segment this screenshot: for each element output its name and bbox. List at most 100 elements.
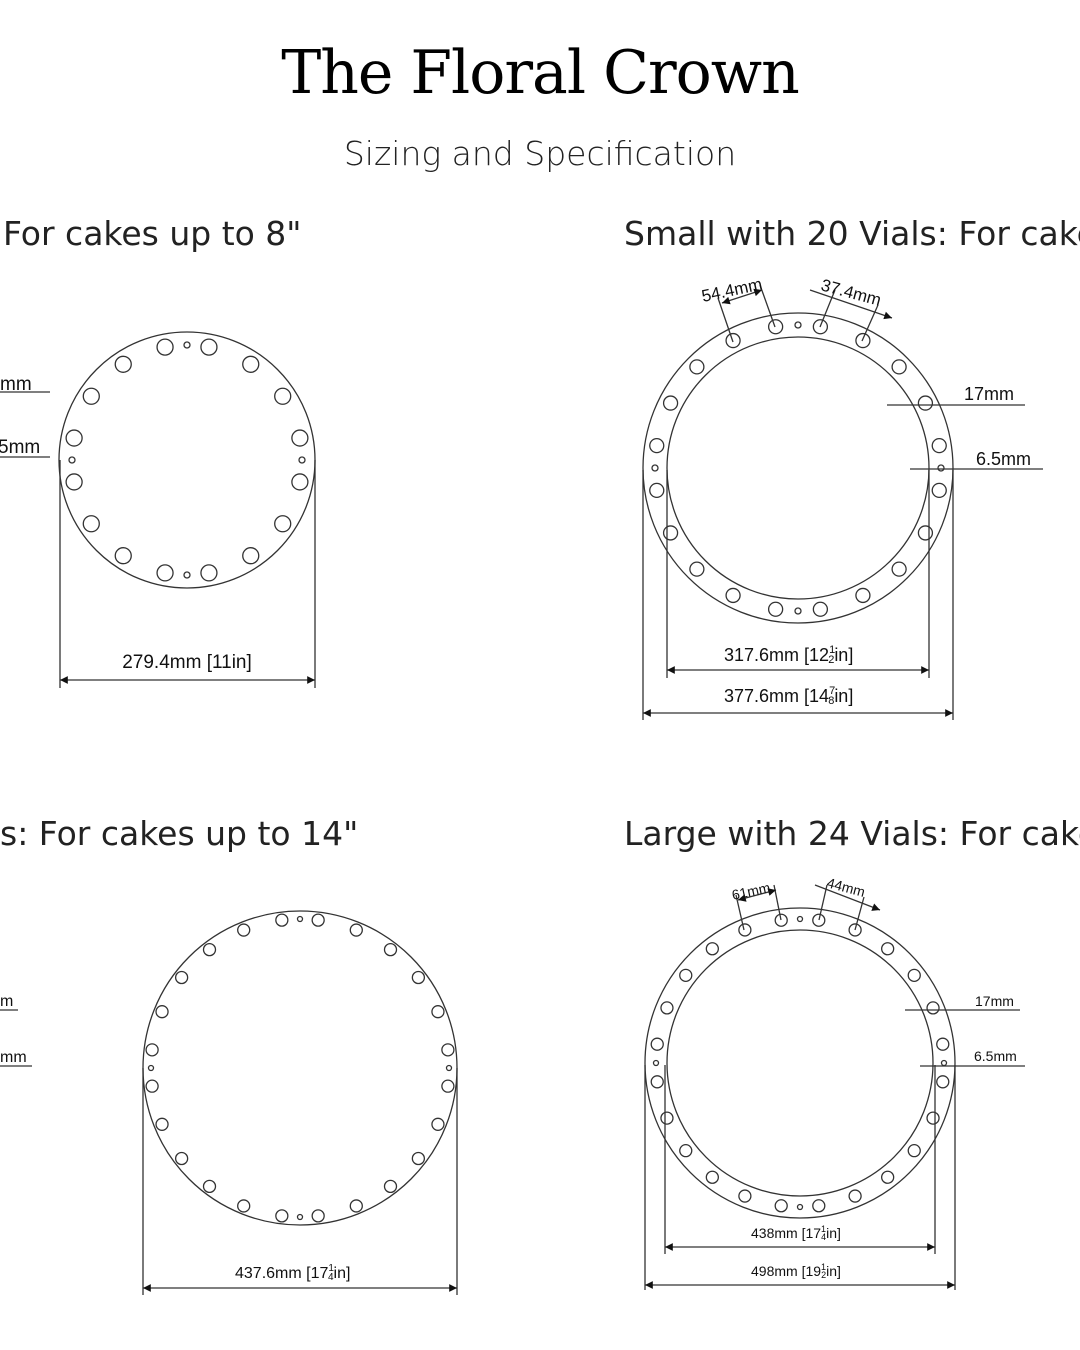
vial-hole	[275, 913, 289, 927]
vial-hole	[662, 525, 679, 541]
vial-hole	[917, 395, 934, 411]
vial-hole	[738, 923, 752, 937]
crown-diagram-xl	[142, 910, 458, 1226]
pin-hole	[796, 915, 804, 923]
vial-hole	[349, 923, 363, 937]
vial-hole	[383, 1179, 398, 1194]
pin-hole	[796, 1203, 804, 1211]
vial-hole	[725, 587, 741, 604]
crown-diagram-small	[642, 312, 954, 624]
vial-hole	[907, 1144, 921, 1158]
vial-hole	[237, 1199, 251, 1213]
vial-hole	[65, 473, 83, 491]
vial-hole	[174, 1151, 189, 1166]
page-title: The Floral Crown	[281, 38, 800, 108]
vial-hole	[774, 913, 788, 927]
dimension-diameter-medium: 279.4mm [11in] mm 5mm	[0, 374, 316, 688]
vial-hole	[383, 942, 398, 957]
vial-hole	[705, 1170, 719, 1184]
vial-hole	[174, 970, 189, 985]
vial-hole	[774, 1199, 788, 1213]
vial-hole	[679, 968, 693, 982]
vial-hole	[155, 1117, 169, 1131]
vial-hole	[441, 1079, 455, 1093]
dimension-label: 5mm	[0, 437, 40, 458]
vial-hole	[926, 1111, 940, 1125]
vial-hole	[662, 395, 679, 411]
vial-hole	[114, 547, 132, 565]
vial-hole	[931, 437, 947, 454]
vial-hole	[349, 1199, 363, 1213]
pin-hole	[296, 915, 304, 923]
vial-hole	[679, 1144, 693, 1158]
vial-hole	[650, 1037, 664, 1051]
pin-hole	[183, 571, 191, 579]
crown-outer-edge	[142, 910, 458, 1226]
pin-hole	[147, 1064, 155, 1072]
vial-hole	[881, 942, 895, 956]
vial-hole	[660, 1001, 674, 1015]
vial-hole	[649, 482, 665, 499]
svg-text:m: m	[0, 993, 13, 1010]
vial-hole	[649, 437, 665, 454]
vial-hole	[936, 1075, 950, 1089]
vial-hole	[200, 564, 218, 582]
vial-hole	[431, 1005, 445, 1019]
vial-hole	[431, 1117, 445, 1131]
vial-hole	[411, 1151, 426, 1166]
crown-diagram-medium	[58, 331, 316, 589]
dimension-label: 279.4mm [11in]	[122, 652, 252, 673]
vial-hole	[145, 1079, 159, 1093]
vial-hole	[812, 319, 829, 335]
vial-hole	[202, 942, 217, 957]
vial-hole	[650, 1075, 664, 1089]
crown-outer-edge	[642, 312, 954, 624]
vial-hole	[441, 1043, 455, 1057]
vial-hole	[812, 601, 829, 617]
section-heading-small: Small with 20 Vials: For cake	[624, 214, 1080, 253]
vial-hole	[411, 970, 426, 985]
vial-hole	[82, 515, 100, 533]
vial-hole	[891, 359, 907, 375]
crown-diagram-large	[644, 907, 956, 1219]
vial-hole	[936, 1037, 950, 1051]
section-heading-medium: For cakes up to 8"	[3, 214, 302, 253]
vial-hole	[311, 1209, 325, 1223]
svg-text:mm: mm	[0, 1049, 27, 1066]
vial-hole	[65, 429, 83, 447]
pin-hole	[651, 464, 659, 472]
vial-hole	[855, 332, 871, 349]
pin-hole	[940, 1059, 948, 1067]
pin-hole	[445, 1064, 453, 1072]
vial-hole	[274, 515, 292, 533]
crown-outer-edge	[58, 331, 316, 589]
vial-hole	[660, 1111, 674, 1125]
pin-hole	[296, 1213, 304, 1221]
dimension-label: 437.6mm [17	[235, 1265, 328, 1282]
vial-hole	[705, 942, 719, 956]
vial-hole	[855, 587, 871, 604]
vial-hole	[242, 547, 260, 565]
pin-hole	[183, 341, 191, 349]
vial-hole	[848, 1189, 862, 1203]
vial-hole	[689, 359, 705, 375]
svg-text:6.5mm: 6.5mm	[974, 1048, 1017, 1064]
vial-hole	[156, 564, 174, 582]
pin-hole	[68, 456, 76, 464]
vial-hole	[931, 482, 947, 499]
section-heading-xl: s: For cakes up to 14"	[0, 814, 359, 853]
vial-hole	[291, 429, 309, 447]
vial-hole	[738, 1189, 752, 1203]
crown-outer-edge	[644, 907, 956, 1219]
pin-hole	[794, 321, 802, 329]
vial-hole	[155, 1005, 169, 1019]
svg-text:61mm: 61mm	[730, 879, 771, 903]
vial-hole	[156, 338, 174, 356]
